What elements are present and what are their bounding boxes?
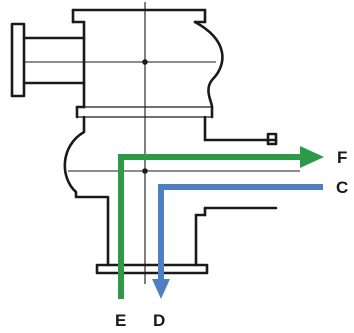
left-flange bbox=[10, 22, 26, 98]
center-lines bbox=[24, 2, 300, 284]
label-c: C bbox=[336, 178, 348, 197]
bottom-outlet-pipe bbox=[95, 202, 209, 275]
down-arrow-icon bbox=[152, 279, 170, 299]
bottom-flange bbox=[95, 263, 209, 275]
label-e: E bbox=[115, 311, 126, 330]
label-d: D bbox=[153, 311, 165, 330]
blue-flow-c-to-d bbox=[152, 184, 323, 299]
right-arrow-icon bbox=[300, 146, 324, 168]
upper-center-point bbox=[142, 59, 148, 65]
right-flange-top bbox=[266, 132, 278, 146]
green-flow-e-to-f bbox=[118, 146, 324, 299]
left-inlet-pipe bbox=[10, 22, 86, 98]
upper-valve-body bbox=[71, 8, 224, 119]
lower-center-point bbox=[142, 168, 148, 174]
lower-valve-body bbox=[63, 115, 278, 217]
label-f: F bbox=[337, 148, 347, 167]
